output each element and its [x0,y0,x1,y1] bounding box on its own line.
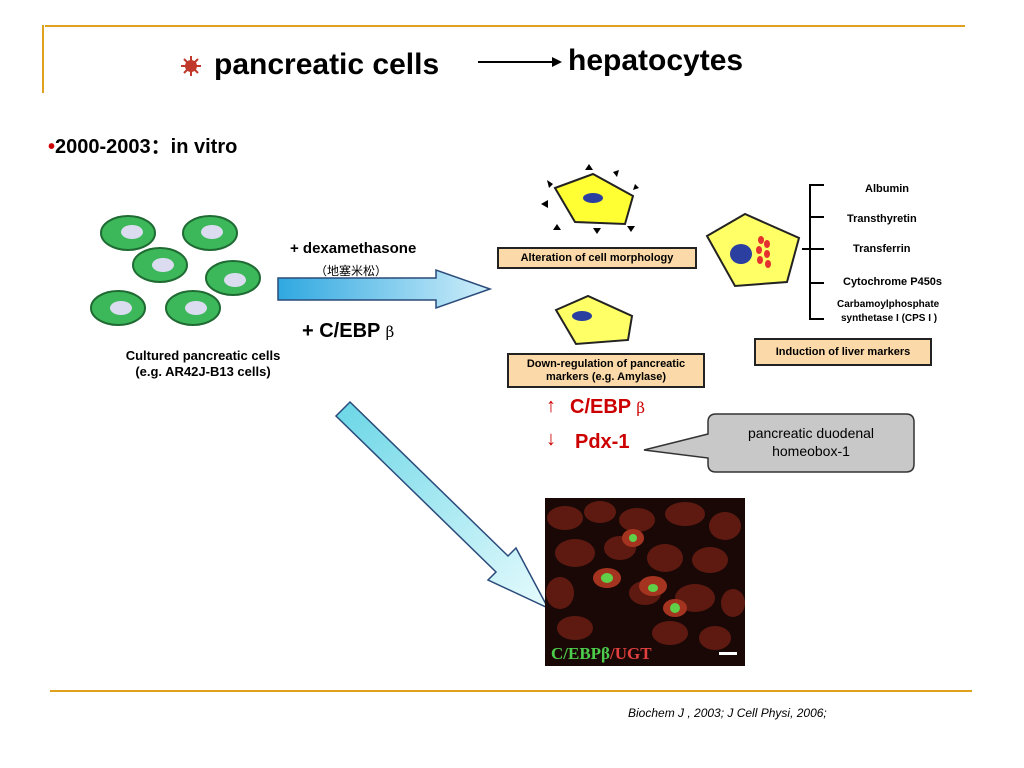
subtitle-text: 2000-2003：in vitro [55,136,238,158]
micrograph-label-sep: / [610,644,615,663]
reference-citation: Biochem J , 2003; J Cell Physi, 2006; [628,706,827,720]
micrograph-label-green: C/EBPβ [551,644,611,663]
box-morphology: Alteration of cell morphology [497,247,697,269]
callout-text: pancreatic duodenal homeobox-1 [710,424,912,460]
cultured-cells-label-line2: (e.g. AR42J-B13 cells) [135,364,271,379]
subtitle-bullet: • [48,136,56,158]
box-liver-markers: Induction of liver markers [754,338,932,366]
callout-bubble [643,413,915,473]
box-downregulation: Down-regulation of pancreatic markers (e… [507,353,705,388]
marker-cytochrome: Cytochrome P450s [843,276,943,288]
gene-up-symbol: β [636,399,645,417]
title-pancreatic-cells: pancreatic cells [214,48,440,81]
hepatocyte-illustration [705,212,801,288]
title-hepatocytes: hepatocytes [568,44,744,77]
treatment-dexamethasone: + dexamethasone [290,240,417,257]
marker-bracket-icon [802,184,824,320]
starburst-bullet-icon [181,56,201,76]
treatment-arrow-icon [277,268,493,310]
liver-markers-list: Albumin Transthyretin Transferrin Cytoch… [835,183,955,333]
marker-cps-line1: Carbamoylphosphate [837,299,940,310]
gene-up-cebp: C/EBP β [570,396,645,419]
marker-transthyretin: Transthyretin [847,213,917,225]
gene-up-label: C/EBP [570,396,631,418]
altered-cell-illustration [541,164,639,234]
gene-down-pdx1: Pdx-1 [575,431,630,453]
left-rule [42,25,44,93]
treatment-cebp: + C/EBP β [302,320,394,343]
marker-cps-line2: synthetase I (CPS I ) [841,313,938,324]
callout-line1: pancreatic duodenal [747,425,875,441]
down-arrow-icon: ↓ [546,428,556,450]
fluorescence-micrograph [545,498,745,666]
subtitle-line: •2000-2003：in vitro [48,130,237,159]
cultured-cells-label-line1: Cultured pancreatic cells [125,348,281,363]
treatment-cebp-label: + C/EBP [302,320,380,342]
cultured-cells-label: Cultured pancreatic cells (e.g. AR42J-B1… [108,348,298,380]
top-rule [45,25,965,27]
up-arrow-icon: ↑ [546,395,556,417]
marker-transferrin: Transferrin [853,243,911,255]
micrograph-label: C/EBPβ/UGT [551,644,652,664]
marker-albumin: Albumin [865,183,909,195]
micrograph-label-red: UGT [614,644,652,663]
micrograph-arrow-icon [334,400,550,610]
pancreatic-cells-illustration [90,215,261,326]
treatment-dexamethasone-cn: （地塞米松） [315,264,388,278]
downregulated-cell-illustration [554,294,634,346]
treatment-cebp-symbol: β [385,323,395,341]
box-downregulation-line2: markers (e.g. Amylase) [545,370,667,383]
title-arrow-icon [478,57,562,67]
callout-line2: homeobox-1 [772,443,850,459]
box-downregulation-line1: Down-regulation of pancreatic [526,357,686,370]
bottom-rule [50,690,972,692]
